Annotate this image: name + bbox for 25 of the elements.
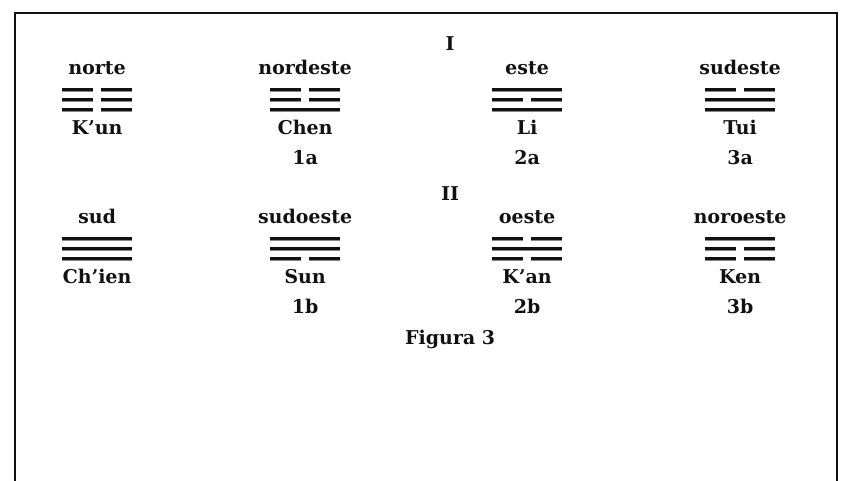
trigram-name: Sun <box>284 265 326 289</box>
direction-label: nordeste <box>258 56 352 80</box>
direction-label: noroeste <box>694 205 786 229</box>
direction-label: norte <box>68 56 126 80</box>
section-numeral: II <box>440 182 460 206</box>
trigram-name: Ken <box>719 265 761 289</box>
trigram-name: Tui <box>723 116 757 140</box>
direction-label: sudoeste <box>258 205 352 229</box>
trigram-name: Chen <box>278 116 332 140</box>
direction-label: sudeste <box>699 56 781 80</box>
section-numeral: I <box>444 32 456 56</box>
direction-label: sud <box>78 205 116 229</box>
figure-caption: Figura 3 <box>404 326 496 350</box>
trigram-name: Ch’ien <box>62 265 132 289</box>
trigram-number: 3a <box>726 146 754 170</box>
direction-label: oeste <box>498 205 556 229</box>
trigram-number: 3b <box>726 295 754 319</box>
trigram-name: K’un <box>72 116 122 140</box>
trigram-name: Li <box>516 116 538 140</box>
direction-label: este <box>505 56 549 80</box>
trigram-number: 2b <box>512 295 542 319</box>
trigram-name: K’an <box>502 265 552 289</box>
trigram-number: 1a <box>291 146 319 170</box>
trigram-number: 2a <box>513 146 541 170</box>
trigram-number: 1b <box>290 295 320 319</box>
